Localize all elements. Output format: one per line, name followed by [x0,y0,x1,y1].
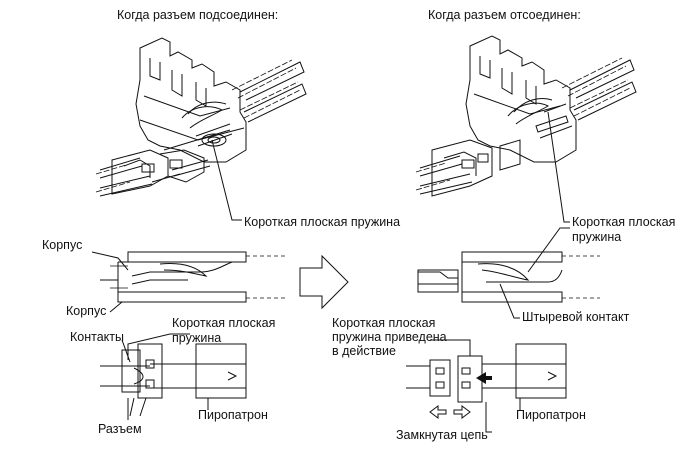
disconnected-spring-label-line2: пружина [572,230,622,244]
housing-bottom-label: Корпус [66,304,107,318]
housing-top-label: Корпус [42,238,83,252]
leader-spring-right-section [527,227,570,273]
disconnected-title: Когда разъем отсоединен: [428,8,581,22]
disconnected-schematic [406,339,567,433]
squib-label-left: Пиропатрон [198,408,268,422]
connected-section [100,251,286,303]
disconnected-section [417,251,600,303]
leader-housing-top [91,251,129,271]
schematic-spring-label-line1: Короткая плоская [172,316,276,330]
connector-label: Разъем [98,422,142,436]
spring-actuated-line3: в действие [332,344,396,358]
leader-housing-bottom [109,301,123,313]
connected-schematic [100,333,247,417]
squib-label-right: Пиропатрон [516,408,586,422]
disconnected-spring-label-line1: Короткая плоская [572,215,676,229]
separate-arrow-left [429,405,447,419]
spring-actuated-line1: Короткая плоская [332,316,436,330]
transition-arrow [299,254,349,310]
leader-spring-left [211,139,242,221]
schematic-spring-label-line2: пружина [172,331,222,345]
spring-actuated-line2: пружина приведена [332,330,447,344]
pin-contact-label: Штыревой контакт [522,310,630,324]
connected-connector-3d [95,37,307,197]
leader-pin-contact [499,283,520,319]
leader-contacts [121,339,131,363]
leader-spring-right [547,111,570,223]
closed-circuit-label: Замкнутая цепь [396,428,488,442]
disconnected-connector-3d [415,35,637,197]
separate-arrow-right [453,405,471,419]
connected-spring-label: Короткая плоская пружина [244,215,401,229]
contacts-label: Контакты [70,330,124,344]
connected-title: Когда разъем подсоединен: [117,8,279,22]
